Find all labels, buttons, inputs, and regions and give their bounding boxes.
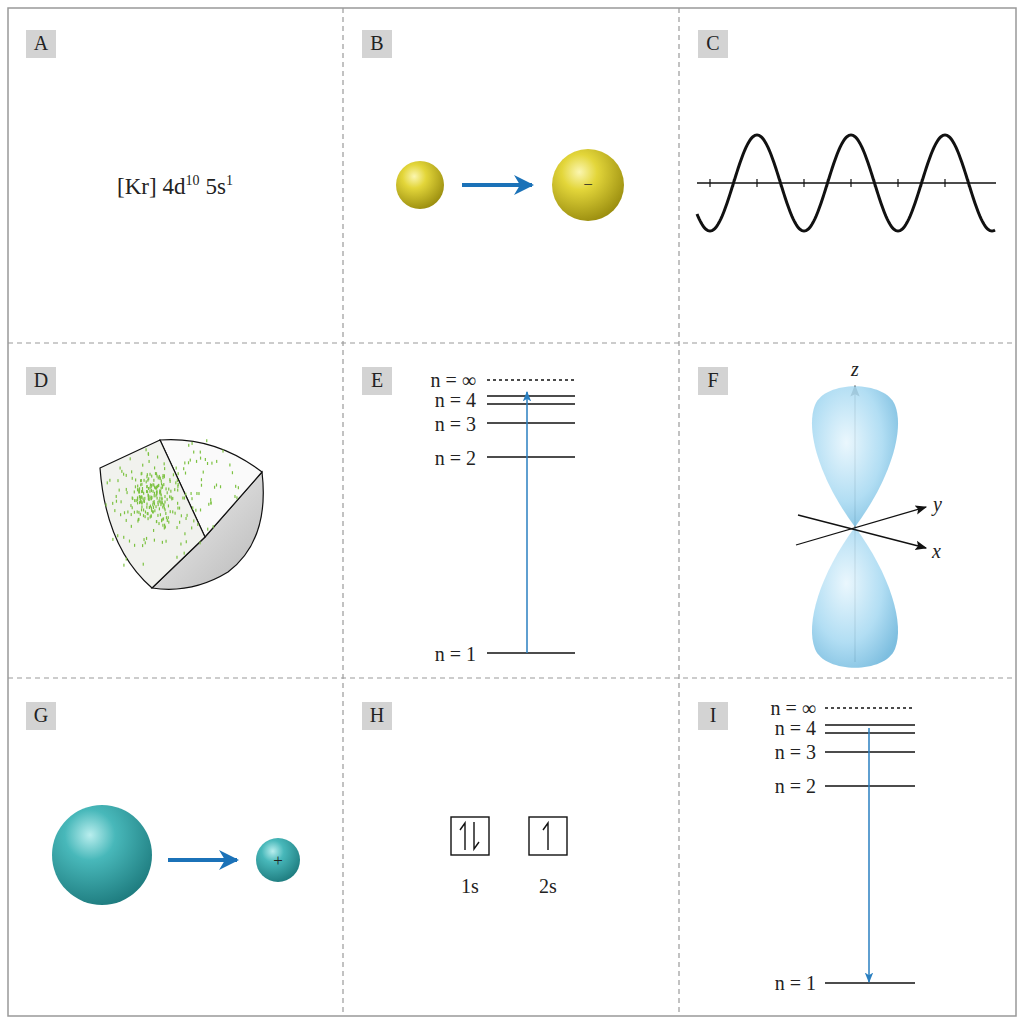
axis-label: x: [932, 541, 941, 561]
panel-letter-text: F: [703, 368, 723, 392]
panel-letter-text: E: [367, 368, 387, 392]
configuration-text: [Kr] 4d: [117, 174, 185, 199]
panel-letter-text: H: [367, 703, 387, 727]
panel-letter: C: [698, 30, 728, 58]
arrow: [168, 858, 237, 862]
atom-sphere: [52, 805, 152, 905]
energy-level-label: n = ∞: [430, 370, 476, 390]
charge-sign: +: [273, 852, 283, 869]
panel-letter: E: [362, 367, 392, 395]
superscript: 1: [226, 173, 233, 188]
energy-level-label: n = 1: [775, 973, 816, 993]
panel-letter-text: B: [367, 31, 387, 55]
panel-letter-text: C: [703, 31, 723, 55]
energy-level-label: n = 4: [435, 390, 476, 410]
y-axis: [796, 507, 926, 545]
orbital-label: 2s: [539, 876, 557, 896]
panel-letter-text: D: [31, 368, 51, 392]
frame: [8, 8, 1016, 1016]
energy-levels: [487, 380, 575, 653]
electron-density-dots: [105, 439, 239, 566]
configuration-text: 5s: [205, 174, 225, 199]
energy-level-label: n = 2: [775, 776, 816, 796]
cation-sphere: [256, 838, 300, 882]
energy-level-label: n = 4: [775, 718, 816, 738]
cut-face: [100, 440, 205, 588]
energy-level-label: n = 1: [435, 644, 476, 664]
panel-letter: B: [362, 30, 392, 58]
transition-arrow: [868, 728, 870, 982]
panel-letter-text: A: [31, 31, 51, 55]
electron-configuration: [Kr] 4d10 5s1: [117, 174, 233, 198]
axis-ticks: [710, 179, 969, 187]
energy-level-label: n = 3: [435, 414, 476, 434]
orbital-lobe: [812, 527, 898, 668]
panel-letter: F: [698, 367, 728, 395]
energy-levels: [825, 708, 915, 983]
orbital-box: [451, 817, 567, 855]
atom-sphere: [396, 161, 444, 209]
axis-label: z: [851, 359, 859, 379]
transition-arrow: [526, 392, 528, 653]
x-axis: [798, 515, 926, 548]
axis-label: y: [933, 494, 942, 514]
energy-level-label: n = 3: [775, 742, 816, 762]
arrow: [462, 183, 532, 187]
energy-level-label: n = 2: [435, 448, 476, 468]
panel-letter: D: [26, 367, 56, 395]
superscript: 10: [185, 173, 199, 188]
wave: [697, 135, 995, 231]
orbital-label: 1s: [461, 876, 479, 896]
grid-lines: [8, 8, 1016, 1016]
panel-letter: A: [26, 30, 56, 58]
panel-letter: I: [698, 702, 728, 730]
wave-axis: [697, 182, 996, 183]
anion-sphere: [552, 149, 624, 221]
panel-letter: H: [362, 702, 392, 730]
charge-sign: −: [583, 176, 593, 193]
panel-letter: G: [26, 702, 56, 730]
panel-letter-text: I: [703, 703, 723, 727]
panel-letter-text: G: [31, 703, 51, 727]
energy-level-label: n = ∞: [770, 698, 816, 718]
orbital-lobe: [812, 386, 898, 527]
